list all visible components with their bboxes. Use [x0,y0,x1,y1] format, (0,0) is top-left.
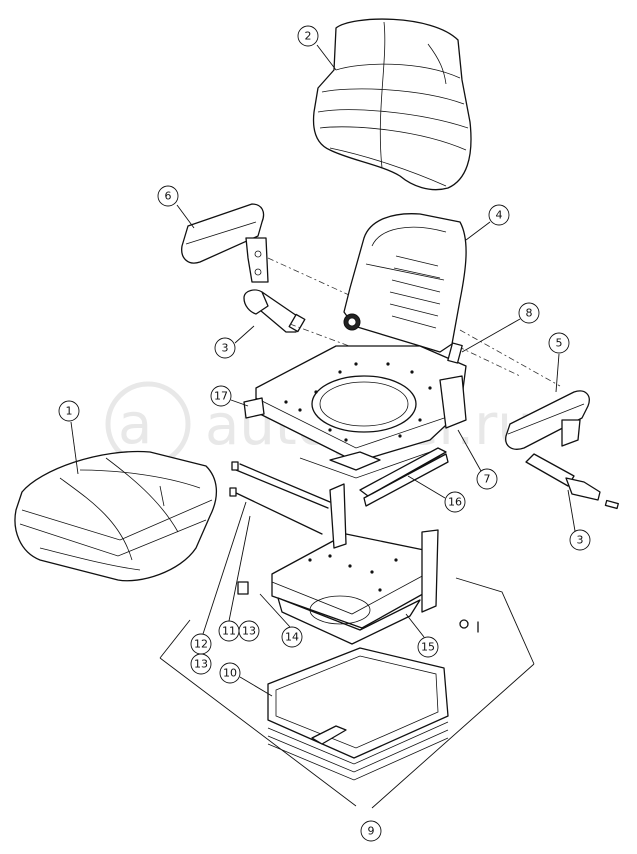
callout-8: 8 [518,302,540,324]
callout-label: 14 [285,631,299,644]
seat-cushion [14,450,217,582]
backrest-cushion [312,18,472,191]
callout-circle [214,337,236,359]
group-9-bracket [159,577,535,809]
seat-pan [243,345,467,479]
callout-circle [219,662,241,684]
callout-circle [569,529,591,551]
callout-1: 1 [58,400,80,422]
callout-circle [417,636,439,658]
callout-13: 13 [238,620,260,642]
alignment-line-right [459,329,561,387]
callout-circle [157,185,179,207]
block-14 [237,581,249,595]
callout-13: 13 [190,653,212,675]
callout-label: 12 [194,638,208,651]
callout-label: 15 [421,641,435,654]
suspension-mechanism [271,483,479,645]
base-bellows [267,647,449,781]
backrest-frame [343,213,467,353]
callout-4: 4 [488,204,510,226]
cylinder-upper [243,289,306,333]
slide-rail [359,447,449,507]
callout-circle [548,332,570,354]
callout-6: 6 [157,185,179,207]
callout-circle [488,204,510,226]
alignment-line-lower [289,323,361,351]
callout-circle [297,25,319,47]
rods [229,461,331,535]
callout-label: 3 [222,342,229,355]
callout-5: 5 [548,332,570,354]
callout-label: 11 [222,625,236,638]
callout-label: 8 [526,307,533,320]
callout-label: 5 [556,337,563,350]
callout-label: 10 [223,667,237,680]
leader-lines [70,44,576,697]
backrest-slots [389,255,441,329]
callout-label: 13 [194,658,208,671]
callout-label: 16 [448,496,462,509]
callout-circle [476,468,498,490]
callout-circle [210,385,232,407]
callout-2: 2 [297,25,319,47]
callout-label: 1 [66,405,73,418]
callout-12: 12 [190,633,212,655]
seat-pan-holes [284,362,432,442]
callout-label: 4 [496,209,503,222]
bracket-8 [447,342,463,364]
callout-label: 6 [165,190,172,203]
callout-3: 3 [569,529,591,551]
callout-circle [238,620,260,642]
callout-label: 3 [577,534,584,547]
watermark-logo-letter: a [118,392,152,457]
callout-11: 11 [218,620,240,642]
suspension-holes [308,554,398,592]
callout-label: 17 [214,390,228,403]
callout-label: 13 [242,625,256,638]
callout-circle [518,302,540,324]
callout-circle [190,653,212,675]
callout-7: 7 [476,468,498,490]
callout-17: 17 [210,385,232,407]
armrest-right [505,390,590,450]
callout-10: 10 [219,662,241,684]
callout-14: 14 [281,626,303,648]
callout-9: 9 [360,820,382,842]
callout-label: 9 [368,825,375,838]
callout-label: 7 [484,473,491,486]
callout-circle [360,820,382,842]
armrest-left [181,203,269,283]
callout-circle [58,400,80,422]
callout-16: 16 [444,491,466,513]
callout-circle [444,491,466,513]
callout-15: 15 [417,636,439,658]
cylinder-lower [525,453,619,510]
callout-label: 2 [305,30,312,43]
callout-3: 3 [214,337,236,359]
callout-circle [281,626,303,648]
